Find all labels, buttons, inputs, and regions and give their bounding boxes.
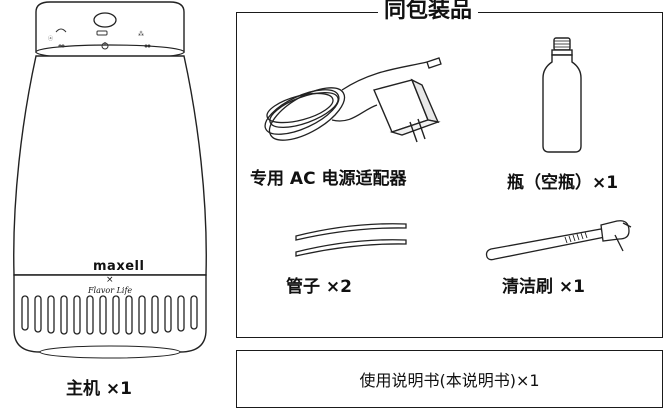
- package-contents-title: 同包装品: [378, 0, 479, 22]
- main-unit-label: 主机 ×1: [66, 379, 132, 399]
- ac-adapter-illustration: [264, 57, 442, 143]
- empty-bottle-illustration: [542, 37, 582, 153]
- sub-brand-logo: Flavor Life: [88, 286, 133, 295]
- power-dome-button: [93, 12, 117, 28]
- manual-box: 使用说明书(本说明书)×1: [236, 350, 663, 408]
- tubes-label: 管子 ×2: [286, 277, 352, 297]
- diffuser-illustration: ⓐ ⁂: [13, 1, 207, 359]
- tubes-illustration: [295, 223, 407, 257]
- brand-logo: maxell: [93, 259, 145, 274]
- svg-text:ⓐ: ⓐ: [48, 35, 53, 42]
- bottle-label: 瓶（空瓶）×1: [507, 173, 619, 193]
- diffuser-top-cap: [35, 1, 185, 53]
- manual-label: 使用说明书(本说明书)×1: [359, 371, 540, 390]
- diffuser-body: [13, 55, 207, 276]
- control-icons: ⓐ ⁂: [48, 28, 151, 50]
- svg-text:⁂: ⁂: [138, 31, 144, 38]
- brand-cross: ×: [106, 275, 114, 285]
- cleaning-brush-label: 清洁刷 ×1: [502, 277, 585, 297]
- vent-slots: [21, 295, 198, 335]
- ac-adapter-label: 专用 AC 电源适配器: [250, 169, 407, 189]
- cleaning-brush-illustration: [485, 220, 632, 261]
